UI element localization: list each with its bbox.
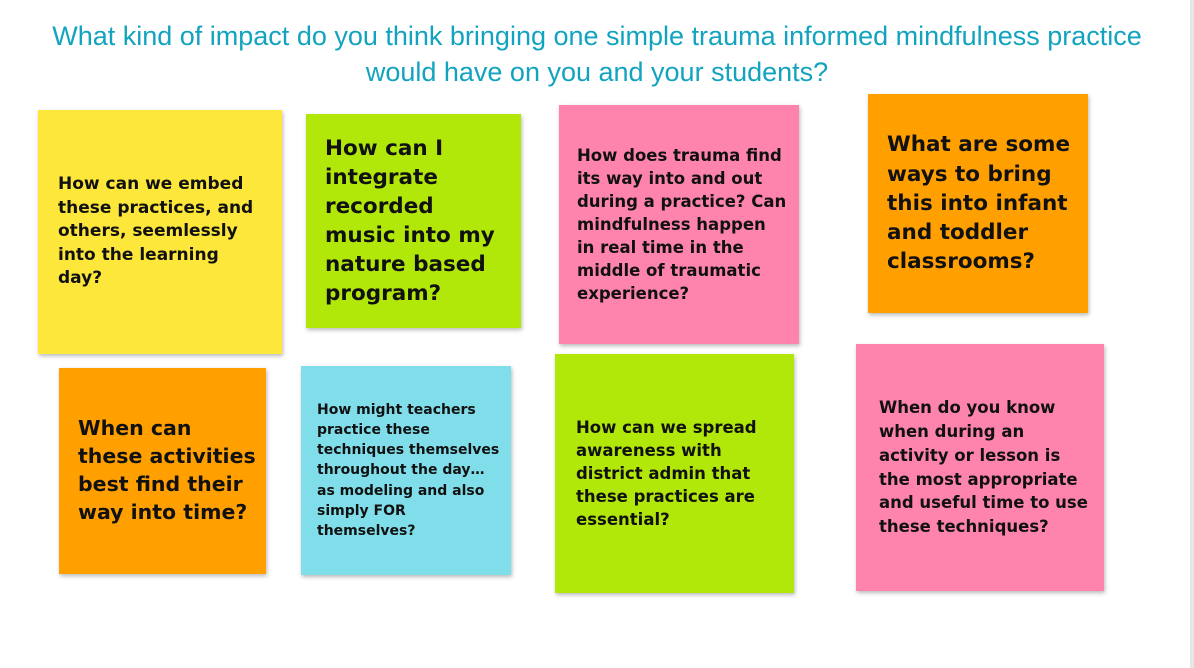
canvas-edge — [1190, 0, 1194, 668]
sticky-note-activities-time[interactable]: When can these activities best find thei… — [59, 368, 266, 574]
sticky-note-recorded-music[interactable]: How can I integrate recorded music into … — [306, 114, 521, 328]
sticky-note-text: How can we spread awareness with distric… — [576, 418, 757, 529]
sticky-note-text: When do you know when during an activity… — [879, 398, 1088, 537]
sticky-note-text: How might teachers practice these techni… — [317, 401, 500, 539]
sticky-note-appropriate-time[interactable]: When do you know when during an activity… — [856, 344, 1104, 591]
sticky-note-trauma-practice[interactable]: How does trauma find its way into and ou… — [559, 105, 799, 344]
sticky-note-teachers-practice[interactable]: How might teachers practice these techni… — [301, 366, 511, 575]
sticky-note-text: How can we embed these practices, and ot… — [58, 174, 254, 289]
slide-title: What kind of impact do you think bringin… — [52, 21, 1142, 87]
sticky-note-text: How does trauma find its way into and ou… — [577, 146, 787, 303]
sticky-note-embed-practices[interactable]: How can we embed these practices, and ot… — [38, 110, 282, 354]
sticky-note-district-admin[interactable]: How can we spread awareness with distric… — [555, 354, 794, 593]
sticky-note-infant-toddler[interactable]: What are some ways to bring this into in… — [868, 94, 1088, 313]
sticky-note-text: When can these activities best find thei… — [78, 416, 256, 524]
sticky-note-text: How can I integrate recorded music into … — [325, 136, 495, 306]
sticky-note-text: What are some ways to bring this into in… — [887, 132, 1071, 275]
